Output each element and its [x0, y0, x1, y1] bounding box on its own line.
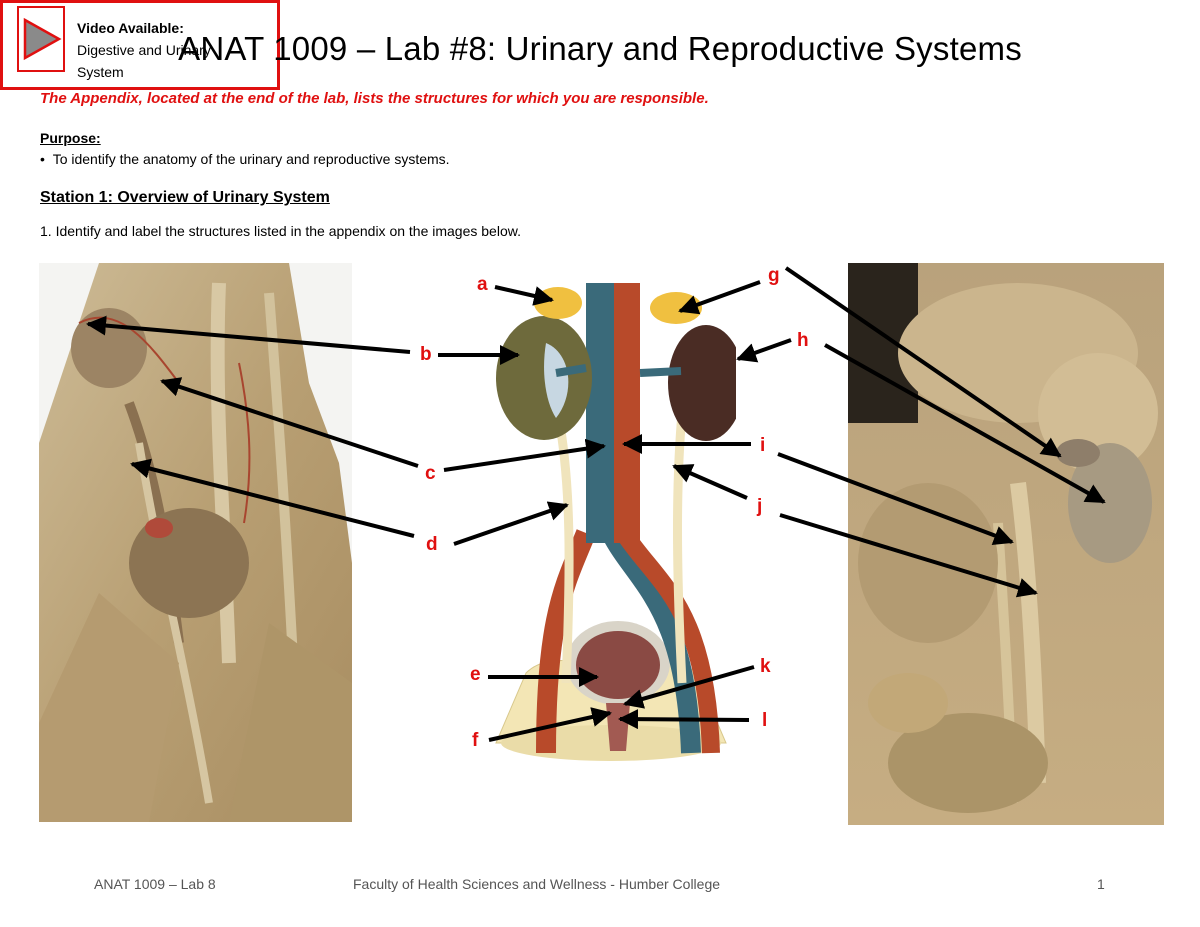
label-i: i: [760, 435, 766, 456]
video-link-box[interactable]: Video Available: Digestive and Urinary S…: [0, 0, 280, 90]
label-a: a: [477, 274, 488, 295]
label-d: d: [426, 534, 438, 555]
cadaver-abdomen-photo: [848, 263, 1164, 825]
video-caption: Video Available: Digestive and Urinary S…: [77, 17, 211, 83]
purpose-heading: Purpose:: [40, 130, 101, 146]
label-c: c: [425, 463, 436, 484]
label-l: l: [762, 710, 768, 731]
footer-page-number: 1: [1097, 876, 1105, 892]
footer-faculty: Faculty of Health Sciences and Wellness …: [353, 876, 721, 892]
label-e: e: [470, 664, 481, 685]
cadaver-anterior-photo: [39, 263, 352, 822]
label-j: j: [757, 496, 763, 517]
video-line-2: System: [77, 64, 124, 80]
purpose-item-text: To identify the anatomy of the urinary a…: [52, 151, 450, 167]
station-heading: Station 1: Overview of Urinary System: [40, 189, 330, 206]
label-k: k: [760, 656, 771, 677]
urinary-model-photo: [486, 283, 736, 767]
video-line-1: Digestive and Urinary: [77, 42, 211, 58]
label-g: g: [768, 265, 780, 286]
purpose-item: • To identify the anatomy of the urinary…: [40, 151, 450, 167]
label-b: b: [420, 344, 432, 365]
footer-course: ANAT 1009 – Lab 8: [94, 876, 216, 892]
label-h: h: [797, 330, 809, 351]
page-title: ANAT 1009 – Lab #8: Urinary and Reproduc…: [178, 30, 1022, 67]
label-f: f: [472, 730, 479, 751]
play-icon[interactable]: [19, 8, 63, 70]
arrow-h-model: [736, 338, 792, 363]
video-title: Video Available:: [77, 20, 184, 36]
appendix-notice: The Appendix, located at the end of the …: [40, 90, 709, 107]
play-icon-frame[interactable]: [17, 6, 65, 72]
instruction-text: 1. Identify and label the structures lis…: [40, 223, 521, 239]
